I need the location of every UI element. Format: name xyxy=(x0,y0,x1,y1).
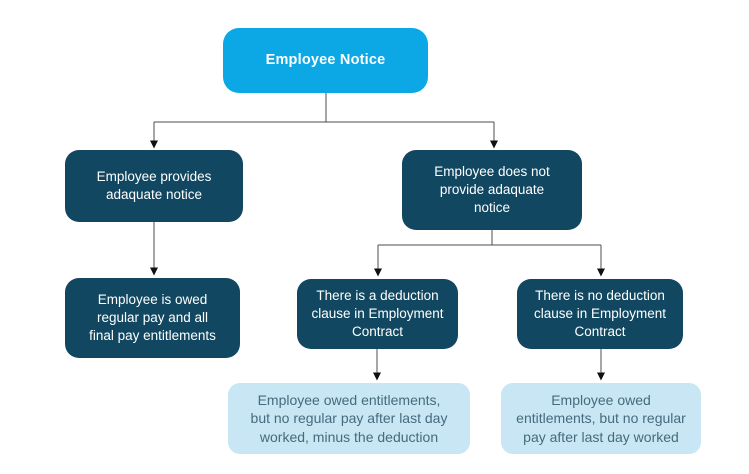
node-does-not-provide-notice: Employee does not provide adaquate notic… xyxy=(402,150,582,230)
node-employee-notice: Employee Notice xyxy=(223,28,428,93)
node-no-deduction-clause: There is no deduction clause in Employme… xyxy=(517,279,683,349)
node-owed-no-regular-pay: Employee owed entitlements, but no regul… xyxy=(501,383,701,454)
node-owed-regular-pay: Employee is owed regular pay and all fin… xyxy=(65,278,240,358)
node-owed-minus-deduction: Employee owed entitlements, but no regul… xyxy=(228,383,470,454)
node-deduction-clause: There is a deduction clause in Employmen… xyxy=(297,279,458,349)
node-provides-adequate-notice: Employee provides adaquate notice xyxy=(65,150,243,222)
